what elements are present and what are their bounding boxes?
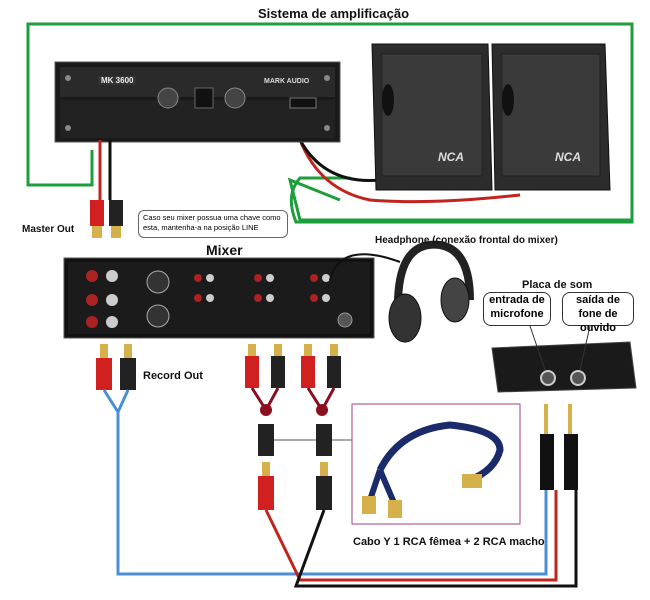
amp-knob-left <box>157 87 179 109</box>
sound-card-label: Placa de som <box>522 279 593 291</box>
headphone-image <box>388 240 474 343</box>
line-switch-note: Caso seu mixer possua uma chave como est… <box>138 210 288 238</box>
amplifier-brand: MARK AUDIO <box>264 78 310 85</box>
blue-wire <box>102 389 548 576</box>
amp-knob-right <box>224 87 246 109</box>
speaker-left-brand: NCA <box>438 150 464 164</box>
y-cable-right <box>301 344 341 510</box>
master-out-label: Master Out <box>22 224 75 235</box>
red-speaker-wire <box>298 139 521 204</box>
p2-plugs <box>540 404 578 490</box>
amp-power-switch <box>289 97 317 109</box>
red-wire-bottom <box>264 490 558 582</box>
headphone-label: Headphone (conexão frontal do mixer) <box>375 235 558 246</box>
cabo-y-image <box>362 421 504 518</box>
black-speaker-wire <box>298 139 381 182</box>
y-cable-left <box>245 344 285 510</box>
record-out-plugs <box>96 344 136 390</box>
sound-card <box>491 325 637 393</box>
headphone-cable <box>329 253 401 281</box>
mixer-label: Mixer <box>206 242 243 258</box>
cabo-y-label: Cabo Y 1 RCA fêmea + 2 RCA macho <box>353 536 545 548</box>
mic-input-label: entrada de microfone <box>483 292 551 326</box>
amplifier <box>54 61 341 143</box>
page-title: Sistema de amplificação <box>258 6 410 21</box>
green-wire-loop <box>26 22 634 224</box>
mixer <box>63 257 375 339</box>
headphone-output-label: saída de fone de ouvido <box>562 292 634 334</box>
master-out-plugs <box>90 200 123 238</box>
record-out-label: Record Out <box>143 370 203 382</box>
speaker-right <box>491 43 611 191</box>
speaker-right-brand: NCA <box>555 150 581 164</box>
speaker-left <box>371 43 493 191</box>
black-wire-bottom <box>293 490 578 588</box>
amplifier-model: MK 3600 <box>98 76 137 85</box>
black-wire-record <box>116 389 130 413</box>
